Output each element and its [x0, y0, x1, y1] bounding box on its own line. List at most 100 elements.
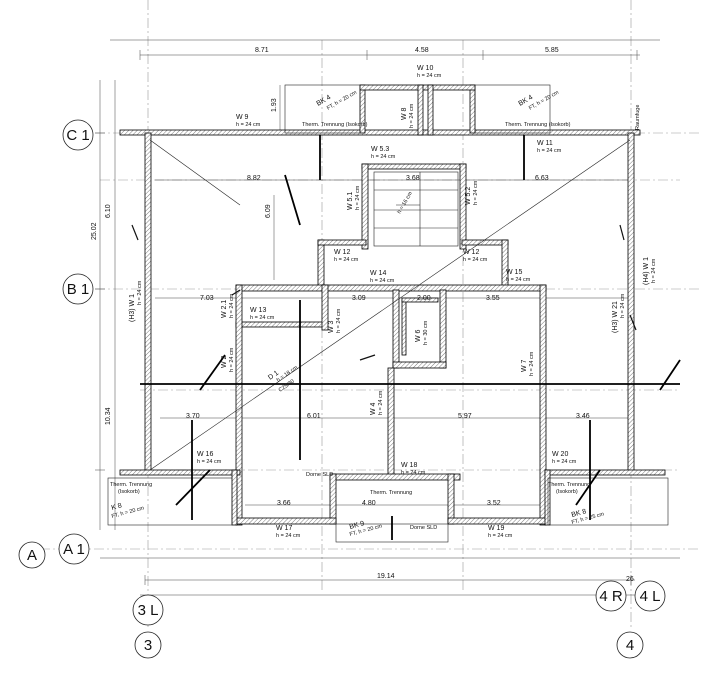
wall-label-w19: W 19 [488, 525, 504, 532]
wall-label-w2: W 2 [221, 355, 228, 368]
wall-label-w11: W 11 [537, 140, 553, 147]
wall-labels: W 10 h = 24 cm W 9 h = 24 cm W 8 h = 24 … [129, 65, 657, 539]
dim-bottom-1: 19.14 [377, 573, 395, 580]
svg-text:4 L: 4 L [640, 588, 661, 605]
dim-inner-15: 4.80 [362, 500, 376, 507]
svg-text:h = 24 cm: h = 24 cm [651, 258, 657, 283]
svg-text:C 1: C 1 [66, 127, 89, 144]
wall-label-w8: W 8 [401, 107, 408, 120]
wall-label-w1-right: (H4) W 1 [643, 257, 650, 285]
svg-text:h = 24 cm: h = 24 cm [417, 73, 442, 79]
note-dorne-bottom: Dorne SLD [410, 525, 437, 531]
svg-text:h = 24 cm: h = 24 cm [552, 459, 577, 465]
svg-text:h = 24 cm: h = 24 cm [463, 257, 488, 263]
wall-label-w7: W 7 [521, 359, 528, 372]
grid-bubble-a1: A 1 [58, 533, 90, 565]
grid-lines [40, 0, 700, 630]
svg-text:h = 24 cm: h = 24 cm [229, 293, 235, 318]
grid-bubble-3l: 3 L [132, 594, 164, 626]
note-therm-bl-2: (Isokorb) [118, 489, 140, 495]
svg-text:h = 24 cm: h = 24 cm [473, 180, 479, 205]
wall-label-w16: W 16 [197, 451, 213, 458]
svg-text:h = 24 cm: h = 24 cm [197, 459, 222, 465]
svg-text:A: A [27, 547, 37, 564]
dim-inner-3: 6.63 [535, 175, 549, 182]
walls [119, 84, 666, 526]
dim-inner-16: 3.52 [487, 500, 501, 507]
balcony-outlines [107, 84, 669, 543]
svg-text:h = 24 cm: h = 24 cm [506, 277, 531, 283]
balcony-label-bk9: BK 9 [349, 520, 366, 531]
note-therm-right: Therm. Trennung (Isokorb) [505, 122, 571, 128]
wall-label-w1: (H3) W 1 [129, 294, 136, 322]
dim-inner-9: 3.55 [486, 295, 500, 302]
dim-inner-8: 2.00 [417, 295, 431, 302]
grid-bubble-b1: B 1 [62, 273, 94, 305]
svg-text:h = 24 cm: h = 24 cm [355, 185, 361, 210]
dimension-labels: 8.71 4.58 5.85 25.02 6.10 10.34 19.14 26… [91, 47, 634, 583]
wall-label-w52: W 5.2 [465, 187, 472, 205]
note-dorne-top: Dorne SLD [306, 472, 333, 478]
svg-text:3: 3 [144, 637, 152, 654]
dim-top-1: 8.71 [255, 47, 269, 54]
svg-text:h = 24 cm: h = 24 cm [529, 351, 535, 376]
note-therm-left: Therm. Trennung (Isokorb) [302, 122, 368, 128]
svg-text:h = 24 cm: h = 24 cm [370, 278, 395, 284]
wall-label-w53: W 5.3 [371, 146, 389, 153]
svg-text:h = 30 cm: h = 30 cm [423, 320, 429, 345]
svg-text:h = 24 cm: h = 24 cm [236, 122, 261, 128]
dim-inner-5: 3.68 [406, 175, 420, 182]
balcony-label-k8: K 8 [111, 502, 123, 512]
dim-inner-12: 5.97 [458, 413, 472, 420]
svg-text:h = 24 cm: h = 24 cm [276, 533, 301, 539]
dim-inner-4: 6.09 [265, 204, 272, 218]
svg-text:h = 24 cm: h = 24 cm [401, 470, 426, 476]
dim-top-2: 4.58 [415, 47, 429, 54]
dim-inner-1: 1.93 [271, 98, 278, 112]
dim-inner-11: 6.01 [307, 413, 321, 420]
grid-bubble-4l: 4 L [634, 580, 666, 612]
wall-label-w21: W 2.1 [221, 300, 228, 318]
note-therm-bl-1: Therm. Trennung [110, 482, 152, 488]
wall-label-w13: W 13 [250, 307, 266, 314]
svg-text:h = 24 cm: h = 24 cm [137, 280, 143, 305]
dim-left-3: 10.34 [105, 407, 112, 425]
balcony-label-bk8: BK 8 [571, 508, 588, 519]
note-raumfuge: Raumfuge [635, 105, 641, 130]
dim-left-1: 25.02 [91, 222, 98, 240]
grid-bubble-4: 4 [616, 631, 644, 659]
dimension-lines [95, 39, 680, 596]
wall-label-w10: W 10 [417, 65, 433, 72]
grid-bubble-a: A [18, 541, 46, 569]
dim-bottom-2: 26 [626, 576, 634, 583]
grid-bubble-4r: 4 R [595, 580, 627, 612]
stair-height: h = 16 cm [397, 191, 415, 215]
dim-inner-14: 3.66 [277, 500, 291, 507]
svg-text:h = 24 cm: h = 24 cm [537, 148, 562, 154]
svg-text:B 1: B 1 [67, 281, 90, 298]
wall-label-w3: W 3 [328, 320, 335, 333]
dim-inner-10: 3.70 [186, 413, 200, 420]
wall-label-w18: W 18 [401, 462, 417, 469]
grid-bubble-3: 3 [134, 631, 162, 659]
svg-text:h = 24 cm: h = 24 cm [409, 103, 415, 128]
note-therm-br-1: Therm. Trennung [548, 482, 590, 488]
wall-label-w12a: W 12 [334, 249, 350, 256]
wall-label-w14: W 14 [370, 270, 386, 277]
wall-label-w15: W 15 [506, 269, 522, 276]
dim-inner-2: 8.82 [247, 175, 261, 182]
note-therm-br-2: (Isokorb) [556, 489, 578, 495]
dim-inner-6: 7.03 [200, 295, 214, 302]
dim-inner-7: 3.09 [352, 295, 366, 302]
svg-text:4 R: 4 R [599, 588, 623, 605]
wall-label-w20: W 20 [552, 451, 568, 458]
wall-label-w9: W 9 [236, 114, 249, 121]
wall-label-w12b: W 12 [463, 249, 479, 256]
wall-label-w17: W 17 [276, 525, 292, 532]
wall-label-w6: W 6 [415, 329, 422, 342]
dim-inner-13: 3.46 [576, 413, 590, 420]
svg-text:h = 24 cm: h = 24 cm [250, 315, 275, 321]
note-therm-mid: Therm. Trennung [370, 490, 412, 496]
svg-text:h = 24 cm: h = 24 cm [334, 257, 359, 263]
